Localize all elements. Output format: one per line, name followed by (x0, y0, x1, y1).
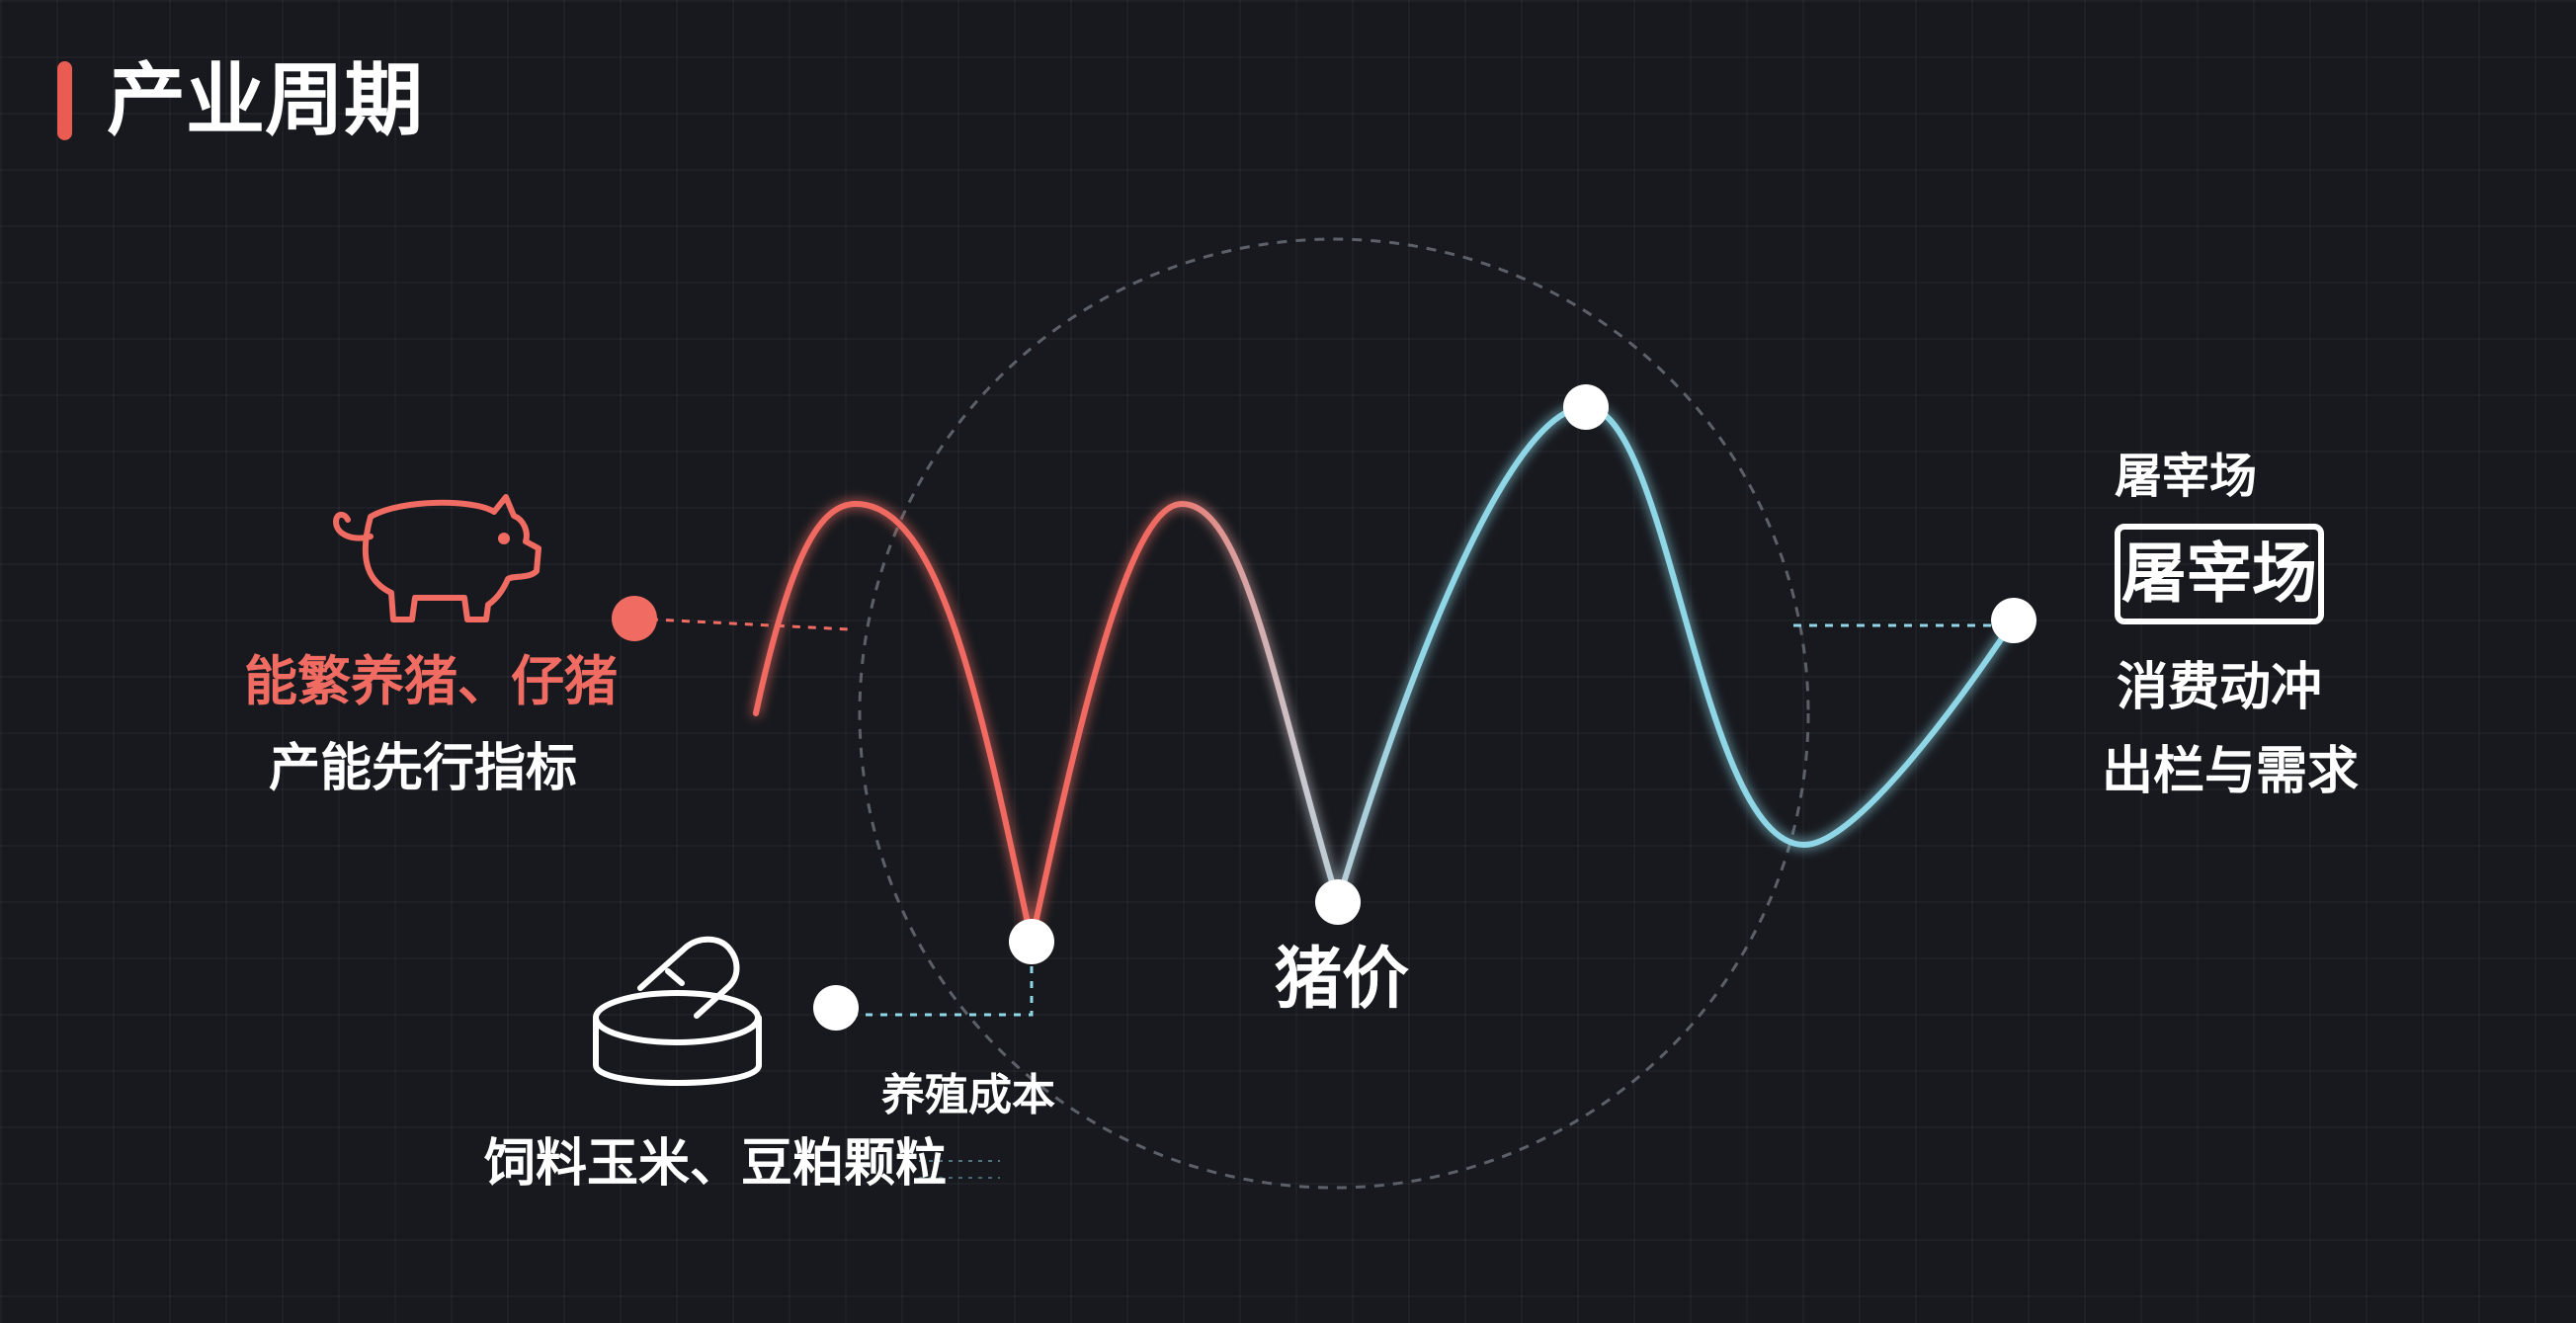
left-node-title: 能繁养猪、仔猪 (244, 650, 618, 712)
title-accent-bar (57, 61, 72, 140)
price-label: 猪价 (1275, 941, 1410, 1019)
feed-bowl-icon (593, 936, 762, 1086)
left-node-dot[interactable] (612, 596, 657, 641)
right-node-line-1: 消费动冲 (2117, 658, 2323, 717)
bottom-node-subtitle: 饲料玉米、豆粕颗粒 (484, 1134, 948, 1194)
right-node-heading: 屠宰场 (2115, 449, 2258, 504)
bottom-node-title: 养殖成本 (881, 1070, 1055, 1120)
right-node-line-2: 出栏与需求 (2102, 742, 2360, 801)
curve-trough-dot-1[interactable] (1009, 919, 1054, 964)
price-node-dot[interactable] (1315, 879, 1361, 925)
slaughterhouse-stamp: 屠宰场 (2115, 524, 2324, 624)
left-node-subtitle: 产能先行指标 (269, 739, 578, 798)
connector-bottom (836, 942, 1034, 1017)
pig-icon (333, 494, 541, 622)
right-node-dot[interactable] (1991, 598, 2036, 643)
cycle-ring (858, 237, 1810, 1190)
connector-left (633, 617, 851, 631)
curve-peak-dot[interactable] (1563, 384, 1609, 430)
price-cycle-curve (753, 403, 2017, 943)
page-title: 产业周期 (107, 54, 423, 146)
bottom-node-dot[interactable] (813, 985, 859, 1031)
